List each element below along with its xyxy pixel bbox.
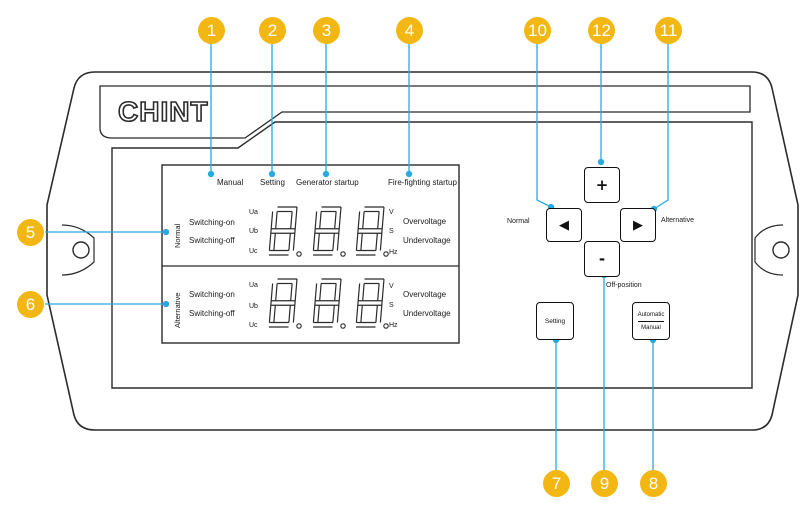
label-setting: Setting	[260, 178, 285, 187]
inner-panel	[111, 121, 753, 389]
decimal-point	[340, 323, 346, 329]
setting-button[interactable]: Setting	[536, 302, 574, 340]
normal-unit-s: S	[389, 228, 394, 235]
label-normal: Normal	[507, 218, 530, 225]
brand-logo: CHINT	[118, 96, 209, 127]
alternative-switching-on: Switching-on	[189, 290, 235, 299]
label-generator-startup: Generator startup	[296, 178, 359, 187]
normal-row-label: Normal	[173, 223, 182, 248]
label-fire-fighting-startup: Fire-fighting startup	[388, 178, 457, 187]
label-manual: Manual	[217, 178, 244, 187]
normal-ua: Ua	[249, 209, 258, 216]
callout-leaders	[45, 44, 669, 470]
normal-undervoltage: Undervoltage	[403, 236, 451, 245]
right-mounting-hole	[772, 241, 790, 259]
seven-seg-digit	[355, 206, 389, 257]
normal-unit-hz: Hz	[389, 249, 398, 256]
normal-uc: Uc	[249, 248, 258, 255]
label-alternative: Alternative	[661, 217, 695, 224]
seven-seg-digit	[268, 206, 302, 257]
callout-9: 9	[591, 470, 618, 497]
left-mounting-hole	[72, 241, 90, 259]
seven-seg-digit	[355, 278, 389, 329]
callout-2: 2	[259, 17, 286, 44]
callout-8: 8	[640, 470, 667, 497]
decimal-point	[383, 323, 389, 329]
right-arrow-button[interactable]: ▶	[620, 208, 656, 242]
alternative-uc: Uc	[249, 322, 258, 329]
callout-12: 12	[588, 17, 615, 44]
housing-outline	[46, 71, 799, 431]
normal-unit-v: V	[389, 209, 394, 216]
alternative-row-label: Alternative	[173, 292, 182, 328]
alternative-undervoltage: Undervoltage	[403, 309, 451, 318]
decimal-point	[383, 251, 389, 257]
alternative-switching-off: Switching-off	[189, 309, 235, 318]
auto-manual-top-label: Automatic	[637, 311, 665, 318]
minus-button[interactable]: -	[584, 241, 620, 277]
callout-1: 1	[198, 17, 225, 44]
top-band	[99, 85, 751, 139]
decimal-point	[340, 251, 346, 257]
decimal-point	[296, 251, 302, 257]
normal-ub: Ub	[249, 228, 258, 235]
normal-switching-off: Switching-off	[189, 236, 235, 245]
alternative-ua: Ua	[249, 282, 258, 289]
callout-7: 7	[543, 470, 570, 497]
alternative-unit-hz: Hz	[389, 322, 398, 329]
callout-10: 10	[524, 17, 551, 44]
callout-11: 11	[655, 17, 682, 44]
auto-manual-button[interactable]: Automatic Manual	[632, 302, 670, 340]
label-off-position: Off-position	[606, 282, 642, 289]
auto-manual-bottom-label: Manual	[641, 324, 661, 331]
callout-6: 6	[17, 291, 44, 318]
alternative-unit-s: S	[389, 302, 394, 309]
callout-5: 5	[17, 219, 44, 246]
left-arrow-button[interactable]: ◀	[546, 208, 582, 242]
callout-3: 3	[313, 17, 340, 44]
auto-manual-divider	[638, 320, 664, 322]
alternative-unit-v: V	[389, 283, 394, 290]
callout-4: 4	[396, 17, 423, 44]
alternative-ub: Ub	[249, 303, 258, 310]
seven-seg-digit	[312, 278, 346, 329]
display-window	[161, 164, 460, 344]
decimal-point	[296, 323, 302, 329]
left-ear	[61, 224, 95, 276]
seven-segment-digits	[268, 206, 389, 329]
seven-seg-digit	[268, 278, 302, 329]
seven-seg-digit	[312, 206, 346, 257]
normal-switching-on: Switching-on	[189, 218, 235, 227]
right-ear	[754, 224, 784, 276]
plus-button[interactable]: +	[584, 167, 620, 203]
alternative-overvoltage: Overvoltage	[403, 290, 447, 299]
normal-overvoltage: Overvoltage	[403, 217, 447, 226]
